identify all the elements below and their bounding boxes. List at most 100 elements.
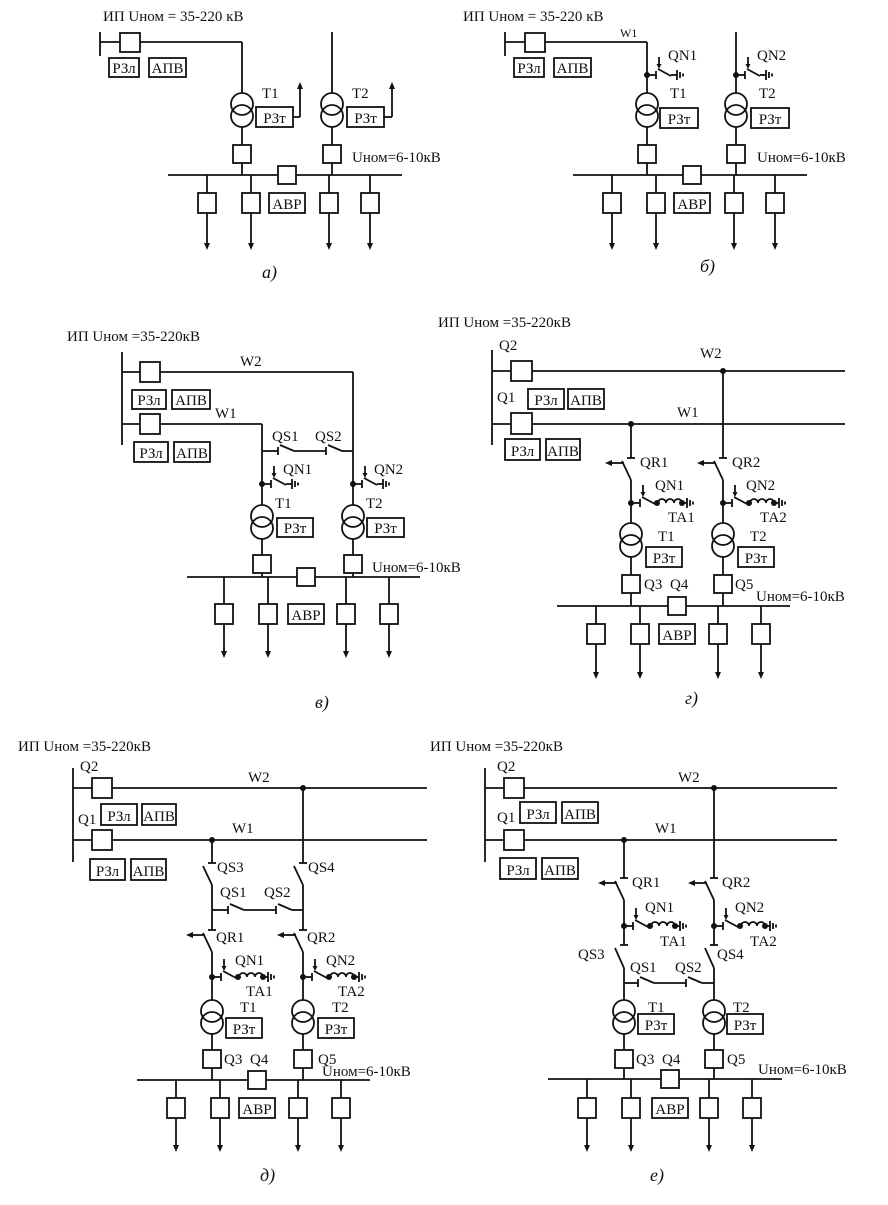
- arrow-down-icon: [338, 1145, 344, 1152]
- line-w1-label: W1: [655, 821, 677, 837]
- feeder-breaker: [379, 603, 399, 625]
- lv-breaker: [232, 144, 252, 164]
- arrow-left-icon: [598, 880, 605, 886]
- qn1-label: QN1: [655, 478, 684, 494]
- disconnector-blade: [293, 932, 304, 953]
- avr-box: [673, 192, 711, 214]
- qn1-label: QN1: [283, 462, 312, 478]
- feeder-breaker: [602, 192, 622, 214]
- line-w1-label: W1: [677, 405, 699, 421]
- arrow-down-icon: [217, 1145, 223, 1152]
- line-protection-box: [131, 389, 167, 410]
- transformer-winding-lv: [619, 534, 643, 558]
- qn1-label: QN1: [668, 48, 697, 64]
- disconnector-blade: [713, 460, 724, 481]
- qn2-label: QN2: [757, 48, 786, 64]
- transformer-t1-label: Т1: [275, 496, 292, 512]
- disconnector-blade: [229, 903, 245, 911]
- transformer-winding-lv: [612, 1011, 636, 1035]
- feeder-breaker: [646, 192, 666, 214]
- q5-label: Q5: [735, 577, 753, 593]
- arrow-down-icon: [295, 1145, 301, 1152]
- feeder-breaker: [751, 623, 771, 645]
- transformer-t1-label: Т1: [262, 86, 279, 102]
- avr-box: [287, 603, 325, 625]
- line-w2-label: W2: [240, 354, 262, 370]
- line-w1-label: W1: [215, 406, 237, 422]
- sectional-breaker: [682, 165, 702, 185]
- arrow-down-icon: [732, 492, 738, 497]
- arrow-down-icon: [772, 243, 778, 250]
- source-title: ИП Uном = 35-220 кВ: [463, 9, 603, 25]
- feeder-breaker: [166, 1097, 186, 1119]
- line-breaker-q2: [503, 777, 525, 799]
- feeder-breaker: [288, 1097, 308, 1119]
- arrow-down-icon: [386, 651, 392, 658]
- ta1-label: ТА1: [246, 984, 273, 1000]
- line-breaker: [524, 32, 546, 53]
- transformer-protection-1-label: РЗт: [668, 112, 691, 128]
- current-transformer-coil-icon: [657, 498, 683, 504]
- transformer-winding-lv: [711, 534, 735, 558]
- disconnector-blade: [327, 444, 343, 452]
- transformer-protection-2-label: РЗт: [745, 551, 768, 567]
- transformer-protection-1-box: [645, 546, 683, 568]
- q5-label: Q5: [318, 1052, 336, 1068]
- transformer-protection-2-label: РЗт: [374, 521, 397, 537]
- disconnector-blade: [639, 976, 655, 984]
- auto-reclose-label: АПВ: [570, 393, 602, 409]
- q1-label: Q1: [78, 812, 96, 828]
- transformer-winding-lv: [320, 104, 344, 128]
- arrow-down-icon: [326, 243, 332, 250]
- line-protection-box: [499, 857, 537, 880]
- line-protection-label: РЗл: [137, 393, 161, 409]
- feeder-breaker: [319, 192, 339, 214]
- lv-breaker: [621, 574, 641, 594]
- arrow-left-icon: [605, 460, 612, 466]
- feeder-breaker: [336, 603, 356, 625]
- transformer-protection-1-box: [276, 517, 314, 538]
- arrow-down-icon: [204, 243, 210, 250]
- disconnector-blade: [687, 976, 703, 984]
- arrow-left-icon: [277, 932, 284, 938]
- transformer-winding-lv: [341, 516, 365, 540]
- transformer-winding-hv: [612, 999, 636, 1023]
- qr2-label: QR2: [307, 930, 335, 946]
- avr-label: АВР: [677, 197, 706, 213]
- line-protection-box: [89, 858, 126, 881]
- avr-box: [238, 1097, 276, 1119]
- auto-reclose-label: АПВ: [152, 61, 184, 77]
- line-breaker: [119, 32, 141, 53]
- auto-reclose-label: АПВ: [547, 444, 579, 460]
- transformer-winding-hv: [711, 522, 735, 546]
- line-breaker-q1: [510, 412, 533, 435]
- line-protection-label: РЗл: [517, 61, 541, 77]
- source-title: ИП Uном =35-220кВ: [438, 315, 571, 331]
- feeder-breaker: [630, 623, 650, 645]
- arrow-down-icon: [637, 672, 643, 679]
- transformer-t2-label: Т2: [332, 1000, 349, 1016]
- line-protection-box: [108, 57, 140, 78]
- qs3-label: QS3: [578, 947, 605, 963]
- qr1-label: QR1: [216, 930, 244, 946]
- q5-label: Q5: [727, 1052, 745, 1068]
- line-w1-label: W1: [620, 26, 637, 40]
- disconnector-blade: [621, 460, 632, 481]
- feeder-breaker: [708, 623, 728, 645]
- disconnector-blade: [704, 947, 715, 969]
- current-transformer-coil-icon: [238, 972, 264, 978]
- lv-breaker: [252, 554, 272, 574]
- avr-label: АВР: [272, 197, 301, 213]
- feeder-breaker: [210, 1097, 230, 1119]
- transformer-protection-1-box: [659, 107, 699, 129]
- line-protection-box: [133, 441, 169, 463]
- transformer-t2-label: Т2: [733, 1000, 750, 1016]
- ta1-label: ТА1: [660, 934, 687, 950]
- transformer-winding-lv: [724, 104, 748, 128]
- feeder-breaker: [331, 1097, 351, 1119]
- q3-label: Q3: [644, 577, 662, 593]
- auto-reclose-box: [567, 388, 605, 410]
